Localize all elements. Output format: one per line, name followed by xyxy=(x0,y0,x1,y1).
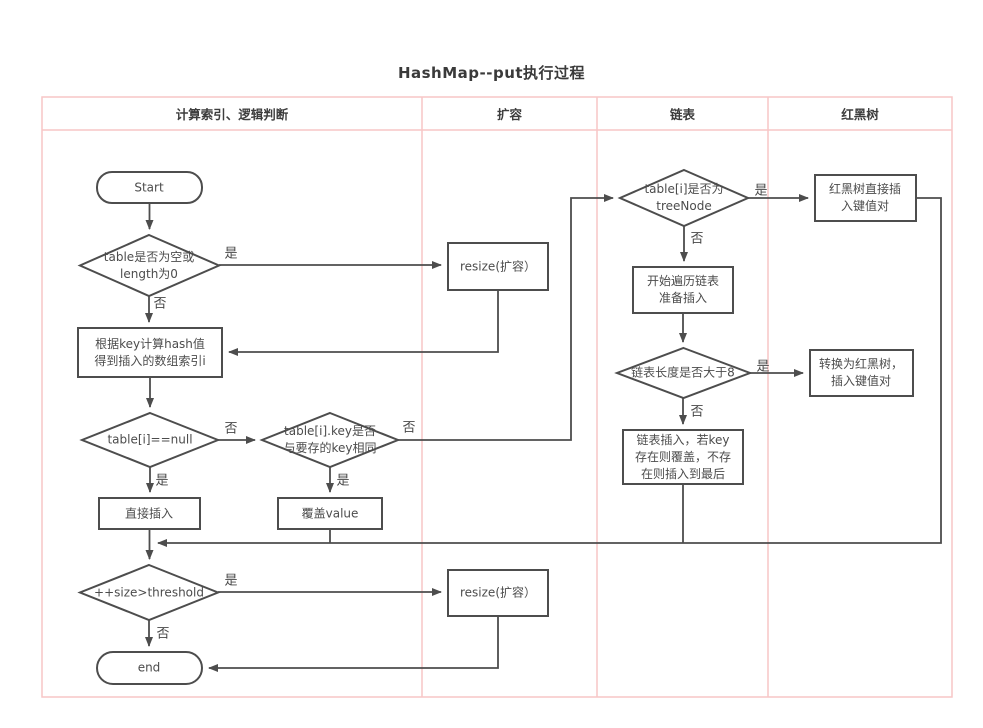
edge-label-check-key-same-yes: 是 xyxy=(336,473,350,489)
node-start-shape xyxy=(96,171,203,204)
node-check-key-same-shape xyxy=(259,411,401,469)
node-check-empty-shape xyxy=(77,233,222,298)
lane-header-rbtree: 红黑树 xyxy=(841,107,879,122)
edge-label-check-treenode-yes: 是 xyxy=(754,183,768,199)
node-check-key-same-label: table[i].key是否 与要存的key相同 xyxy=(283,424,377,455)
node-traverse-list-label: 开始遍历链表 准备插入 xyxy=(646,274,720,305)
edge-rbt-return-merge xyxy=(157,197,942,547)
edge-label-check-length-yes: 是 xyxy=(756,359,770,375)
edge-label-check-empty-yes: 是 xyxy=(224,246,238,262)
node-check-treenode-label: table[i]是否为 treeNode xyxy=(644,182,724,213)
edge-label-check-treenode-no: 否 xyxy=(690,231,704,247)
node-check-empty-label: table是否为空或 length为0 xyxy=(103,250,195,281)
edge-label-check-threshold-yes: 是 xyxy=(224,573,238,589)
node-rbt-insert-shape xyxy=(814,174,917,222)
node-rbt-insert-label: 红黑树直接插 入键值对 xyxy=(828,182,902,213)
node-end-shape xyxy=(96,651,203,685)
swimlane-frame xyxy=(41,96,953,698)
node-list-insert-shape xyxy=(622,429,744,485)
edge-resize1-to-calc-hash xyxy=(228,290,499,356)
node-list-insert-label: 链表插入，若key 存在则覆盖，不存 在则插入到最后 xyxy=(634,432,732,481)
node-check-threshold-shape xyxy=(77,563,221,622)
edge-label-check-null-no: 否 xyxy=(224,421,238,437)
edge-check-key-same-no-to-check-treenode xyxy=(398,194,614,441)
node-check-length-label: 链表长度是否大于8 xyxy=(631,365,735,380)
node-calc-hash-shape xyxy=(77,327,223,378)
edge-label-check-empty-no: 否 xyxy=(153,296,167,312)
node-check-null-label: table[i]==null xyxy=(107,432,193,447)
edge-label-check-length-no: 否 xyxy=(690,404,704,420)
edge-label-check-threshold-no: 否 xyxy=(156,626,170,642)
node-check-null-shape xyxy=(79,411,221,469)
lane-header-resize: 扩容 xyxy=(496,107,522,122)
edge-resize2-to-end xyxy=(208,616,499,672)
node-check-length-shape xyxy=(614,346,753,400)
node-overwrite-value-shape xyxy=(277,497,383,530)
node-convert-rbt-label: 转换为红黑树， 插入键值对 xyxy=(818,357,904,388)
node-start-label: Start xyxy=(134,180,164,195)
node-overwrite-value-label: 覆盖value xyxy=(301,506,359,521)
node-direct-insert-label: 直接插入 xyxy=(124,506,174,521)
node-resize2-shape xyxy=(447,569,549,617)
lane-header-index-logic: 计算索引、逻辑判断 xyxy=(175,107,289,122)
node-resize2-label: resize(扩容） xyxy=(459,585,537,600)
page-title: HashMap--put执行过程 xyxy=(397,64,586,82)
node-resize1-label: resize(扩容） xyxy=(459,259,537,274)
node-resize1-shape xyxy=(447,242,549,291)
node-check-treenode-shape xyxy=(617,168,751,228)
edge-label-check-null-yes: 是 xyxy=(155,473,169,489)
node-convert-rbt-shape xyxy=(809,349,914,397)
swimlane-outer-border xyxy=(41,96,953,698)
edge-label-check-key-same-no: 否 xyxy=(402,420,416,436)
node-traverse-list-shape xyxy=(632,266,734,314)
lane-header-linkedlist: 链表 xyxy=(669,107,695,122)
node-direct-insert-shape xyxy=(98,497,201,530)
node-calc-hash-label: 根据key计算hash值 得到插入的数组索引i xyxy=(94,337,206,368)
node-end-label: end xyxy=(137,660,161,675)
node-check-threshold-label: ++size>threshold xyxy=(94,585,204,600)
